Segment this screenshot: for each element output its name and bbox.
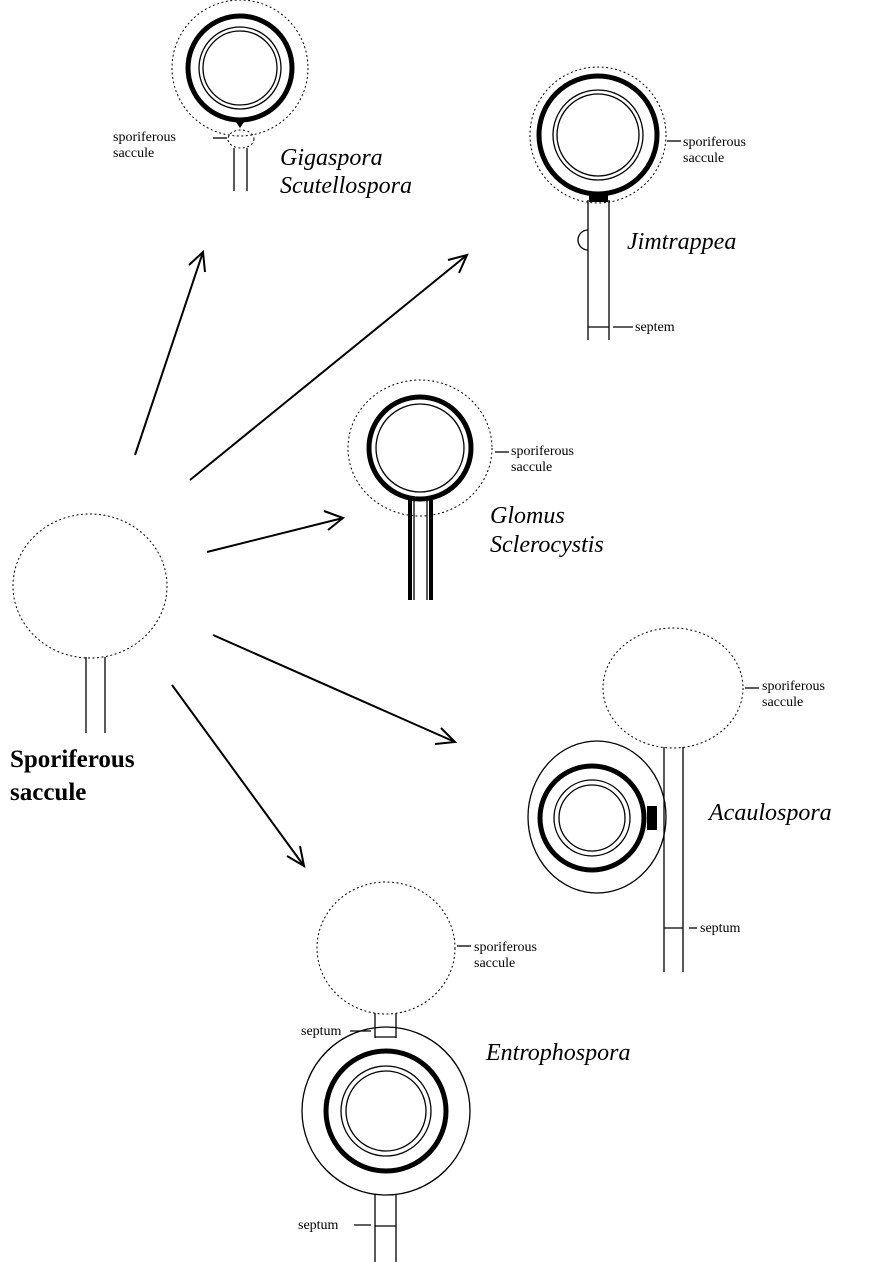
genus-entrophospora: Entrophospora (485, 1040, 630, 1066)
jimtrappea-saccule-label-1: sporiferous (683, 135, 746, 150)
jimtrappea-spore (530, 67, 681, 340)
genus-acaulospora: Acaulospora (707, 800, 832, 826)
arrow-to-acaulospora (213, 635, 455, 744)
glomus-spore (348, 380, 509, 600)
arrow-to-gigaspora (135, 252, 205, 455)
arrow-to-glomus (207, 511, 343, 552)
acaulospora-saccule-label-1: sporiferous (762, 679, 825, 694)
entrophospora-lower-septum-label: septum (298, 1218, 339, 1233)
central-title-line-1: Sporiferous (10, 746, 135, 773)
genus-scutellospora: Scutellospora (280, 173, 412, 199)
acaulospora-septum-label: septum (700, 921, 741, 936)
jimtrappea-septem-label: septem (635, 320, 675, 335)
entrophospora-saccule-label-2: saccule (474, 956, 515, 971)
central-title-line-2: saccule (10, 779, 86, 806)
genus-glomus: Glomus (490, 503, 565, 529)
entrophospora-upper-septum-label: septum (301, 1024, 342, 1039)
gigaspora-saccule-label-2: saccule (113, 146, 154, 161)
jimtrappea-saccule-label-2: saccule (683, 151, 724, 166)
arrow-to-entrophospora (172, 685, 304, 866)
glomus-saccule-label-1: sporiferous (511, 444, 574, 459)
central-sporiferous-saccule (13, 514, 167, 733)
glomus-saccule-label-2: saccule (511, 460, 552, 475)
genus-gigaspora: Gigaspora (280, 145, 383, 171)
genus-sclerocystis: Sclerocystis (490, 532, 604, 558)
arrow-to-jimtrappea (190, 255, 467, 480)
entrophospora-spore (302, 882, 471, 1262)
genus-jimtrappea: Jimtrappea (627, 229, 736, 255)
gigaspora-saccule-label-1: sporiferous (113, 130, 176, 145)
acaulospora-saccule-label-2: saccule (762, 695, 803, 710)
entrophospora-saccule-label-1: sporiferous (474, 940, 537, 955)
